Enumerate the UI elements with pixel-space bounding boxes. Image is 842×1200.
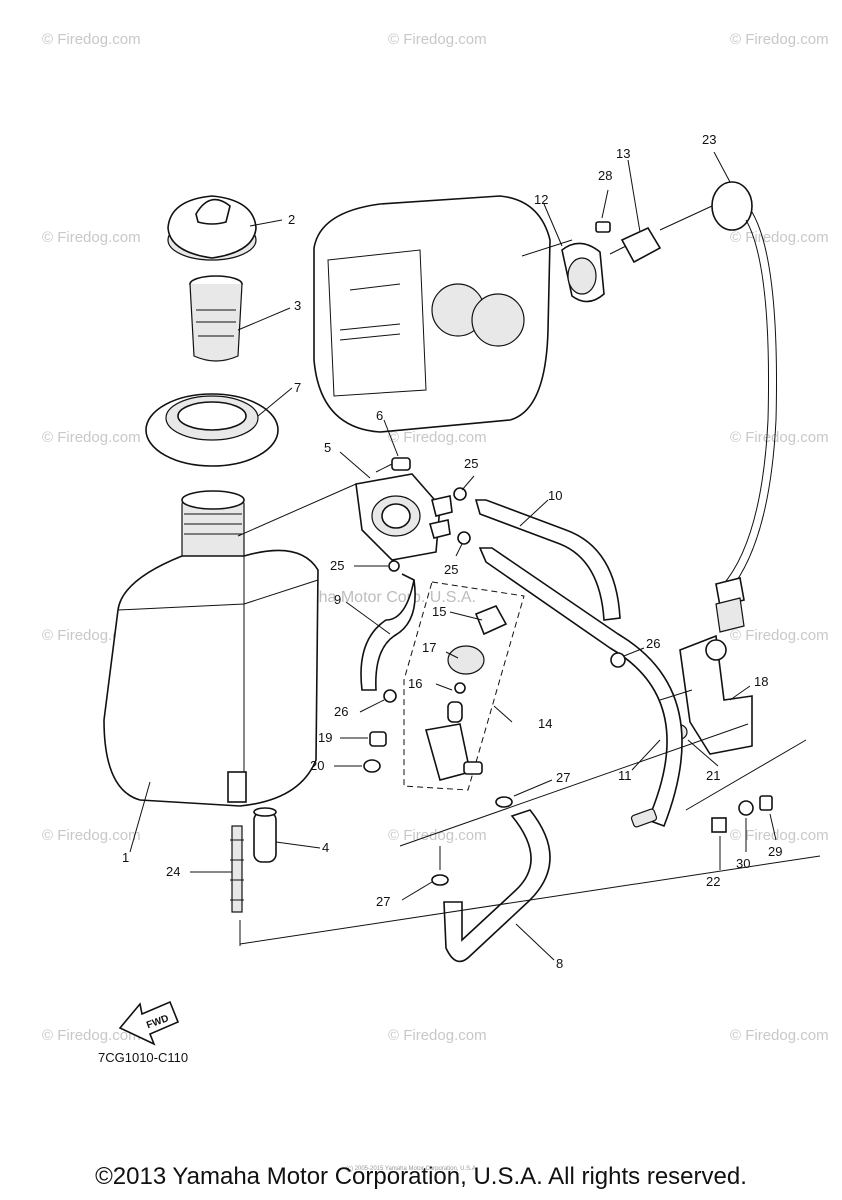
leader-lines xyxy=(129,151,777,961)
watermark: © Firedog.com xyxy=(388,827,487,844)
callout-label: 13 xyxy=(616,146,630,161)
watermark: © Firedog.com xyxy=(388,1027,487,1044)
callout-label: 19 xyxy=(318,730,332,745)
screw-washer-parts xyxy=(363,731,387,773)
cover-panel-part xyxy=(313,195,551,433)
fuel-cap-part xyxy=(167,195,257,261)
fuel-cock-assembly xyxy=(403,581,525,791)
bracket-part xyxy=(679,634,753,755)
watermark: © Firedog.com xyxy=(730,31,829,48)
fuel-valve-part xyxy=(561,242,605,303)
sensor-parts xyxy=(230,807,277,913)
callout-label: 15 xyxy=(432,604,446,619)
tiny-notice: (c) 2005-2015 Yamaha Motor Corporation, … xyxy=(346,1166,478,1172)
callout-label: 2 xyxy=(288,212,295,227)
copyright-footer: ©2013 Yamaha Motor Corporation, U.S.A. A… xyxy=(95,1163,747,1190)
callout-label: 27 xyxy=(556,770,570,785)
strainer-part xyxy=(189,275,243,362)
callout-label: 16 xyxy=(408,676,422,691)
callout-label: 20 xyxy=(310,758,324,773)
watermarks: © Firedog.com © Firedog.com © Firedog.co… xyxy=(42,31,829,1044)
oil-tank-part xyxy=(103,490,319,807)
flange-part xyxy=(355,473,453,561)
watermark: © Firedog.com xyxy=(388,429,487,446)
callout-label: 4 xyxy=(322,840,329,855)
callout-label: 22 xyxy=(706,874,720,889)
reference-lines xyxy=(237,239,821,946)
watermark: © Firedog.com xyxy=(730,627,829,644)
callout-label: 25 xyxy=(330,558,344,573)
watermark: © Firedog.com xyxy=(42,827,141,844)
callout-label: 3 xyxy=(294,298,301,313)
watermark: © Firedog.com xyxy=(388,31,487,48)
callout-label: 10 xyxy=(548,488,562,503)
callout-label: 28 xyxy=(598,168,612,183)
watermark: © Firedog.com xyxy=(42,429,141,446)
callout-label: 18 xyxy=(754,674,768,689)
callout-label: 12 xyxy=(534,192,548,207)
gasket-part xyxy=(145,393,279,467)
clip-parts xyxy=(383,487,626,886)
callout-label: 5 xyxy=(324,440,331,455)
callout-label: 8 xyxy=(556,956,563,971)
callout-label: 23 xyxy=(702,132,716,147)
callout-label: 11 xyxy=(618,768,632,783)
callout-label: 14 xyxy=(538,716,552,731)
callout-label: 27 xyxy=(376,894,390,909)
fitting-part xyxy=(609,226,662,264)
callout-label: 26 xyxy=(334,704,348,719)
callout-label: 6 xyxy=(376,408,383,423)
callout-label: 29 xyxy=(768,844,782,859)
center-watermark: Yamaha Motor Corp. U.S.A. xyxy=(278,589,476,606)
callout-label: 17 xyxy=(422,640,436,655)
callout-label: 24 xyxy=(166,864,180,879)
hose-8-part xyxy=(443,809,551,963)
watermark: © Firedog.com xyxy=(730,827,829,844)
watermark: © Firedog.com xyxy=(730,429,829,446)
callout-label: 25 xyxy=(464,456,478,471)
watermark: © Firedog.com xyxy=(42,31,141,48)
diagram-code: 7CG1010-C110 xyxy=(98,1050,188,1065)
watermark: © Firedog.com xyxy=(42,1027,141,1044)
hose-parts xyxy=(474,499,683,828)
callout-label: 21 xyxy=(706,768,720,783)
callout-label: 25 xyxy=(444,562,458,577)
fwd-arrow: FWD xyxy=(118,1000,180,1046)
callout-label: 26 xyxy=(646,636,660,651)
callout-label: 9 xyxy=(334,592,341,607)
cable-part xyxy=(659,181,777,633)
bolt-part xyxy=(375,457,411,473)
callout-label: 1 xyxy=(122,850,129,865)
callout-label: 7 xyxy=(294,380,301,395)
screw-part xyxy=(595,221,611,233)
watermark: © Firedog.com xyxy=(42,229,141,246)
watermark: © Firedog.com xyxy=(730,1027,829,1044)
watermark: © Firedog.com xyxy=(730,229,829,246)
callout-numbers: 1 2 3 4 5 6 7 8 9 10 11 12 13 14 15 16 1… xyxy=(122,132,782,971)
callout-label: 30 xyxy=(736,856,750,871)
